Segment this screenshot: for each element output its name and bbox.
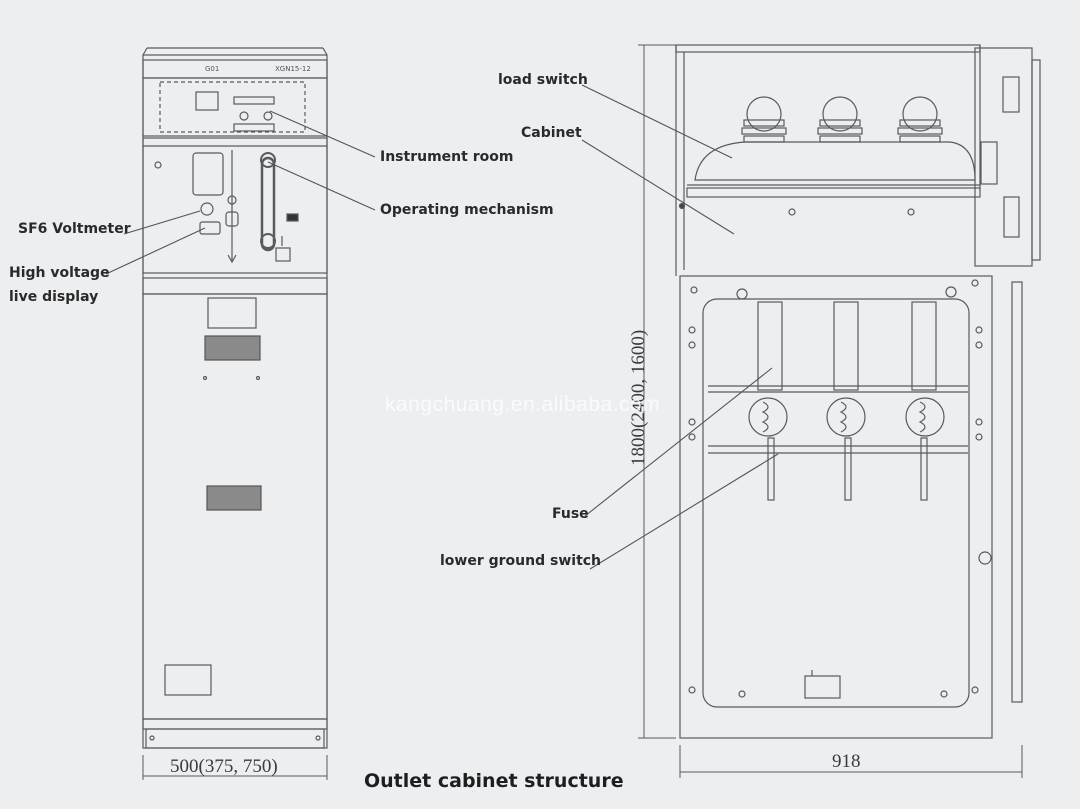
hv-live-display bbox=[199, 221, 221, 235]
lower-door-panel bbox=[142, 277, 328, 749]
label-load-switch: load switch bbox=[498, 72, 588, 88]
nameplate-model: XGN15-12 bbox=[275, 65, 311, 73]
nameplate-code: G01 bbox=[205, 65, 220, 73]
sf6-voltmeter-dial bbox=[200, 202, 214, 216]
label-hv-display-line1: High voltage bbox=[9, 265, 110, 281]
label-fuse: Fuse bbox=[552, 506, 589, 522]
operating-mechanism-panel bbox=[142, 137, 328, 274]
diagram-title: Outlet cabinet structure bbox=[364, 770, 624, 792]
side-width-dimension: 918 bbox=[832, 751, 861, 772]
label-sf6-voltmeter: SF6 Voltmeter bbox=[18, 221, 131, 237]
instrument-room-panel bbox=[142, 77, 328, 137]
fuse bbox=[708, 301, 968, 437]
load-switch bbox=[686, 96, 981, 198]
label-hv-display-line2: live display bbox=[9, 289, 99, 305]
label-lower-ground-switch: lower ground switch bbox=[440, 553, 602, 569]
label-instrument-room: Instrument room bbox=[380, 149, 514, 165]
watermark: kangchuang.en.alibaba.com bbox=[385, 393, 661, 416]
label-operating-mechanism: Operating mechanism bbox=[380, 202, 554, 218]
front-view bbox=[142, 47, 328, 749]
label-cabinet: Cabinet bbox=[521, 125, 582, 141]
leader-lines bbox=[105, 84, 779, 570]
front-width-dimension: 500(375, 750) bbox=[170, 756, 278, 777]
side-view bbox=[675, 44, 1041, 739]
lower-ground-switch bbox=[708, 437, 968, 501]
